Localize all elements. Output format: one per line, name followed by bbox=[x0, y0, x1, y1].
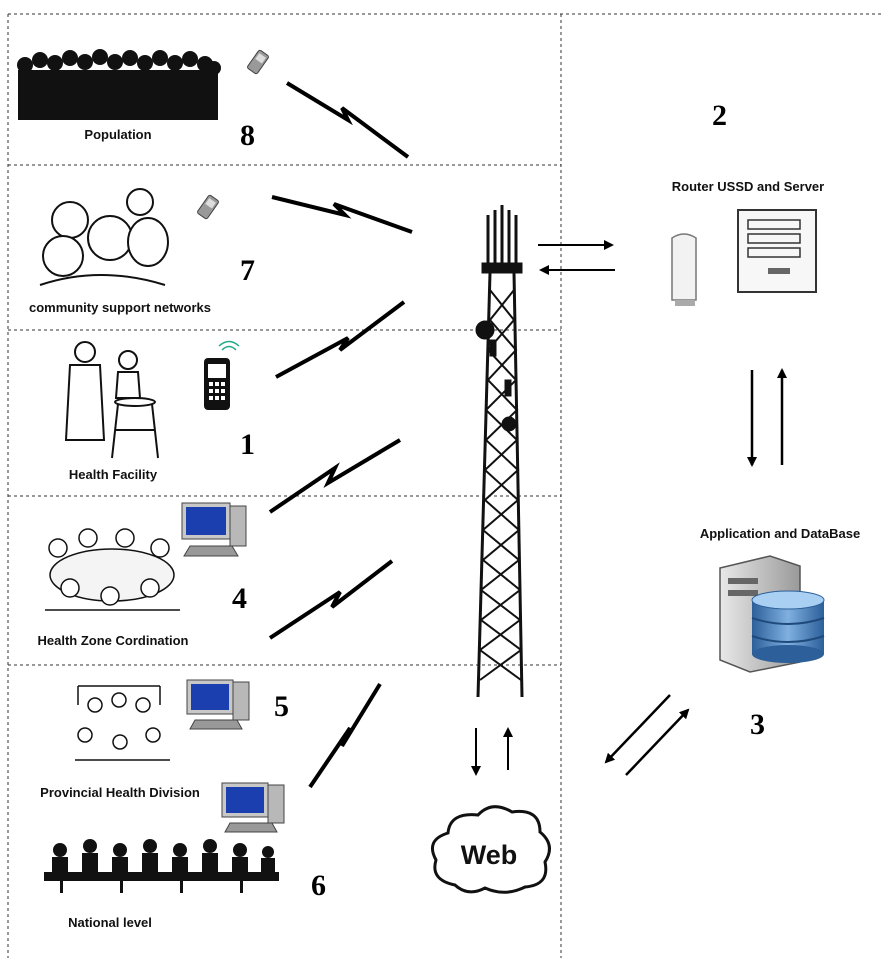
doctor-patient-icon bbox=[64, 341, 159, 459]
community-wireless-link bbox=[271, 195, 413, 234]
population-crowd-icon bbox=[17, 49, 221, 120]
server-icon bbox=[737, 209, 817, 293]
computer-icon bbox=[221, 782, 285, 833]
population-number: 8 bbox=[240, 119, 255, 152]
computer-icon bbox=[181, 502, 247, 557]
zone-number: 4 bbox=[232, 582, 247, 615]
cell-phone-icon bbox=[204, 340, 240, 410]
router-number: 2 bbox=[712, 99, 727, 132]
zone-wireless-link bbox=[268, 438, 402, 514]
provincial-label: Provincial Health Division bbox=[40, 785, 200, 800]
national-label: National level bbox=[68, 915, 152, 930]
database-number: 3 bbox=[750, 708, 765, 741]
router-label: Router USSD and Server bbox=[672, 179, 824, 194]
arrow-db-to-web bbox=[604, 694, 671, 764]
cell-tower-icon bbox=[475, 205, 524, 698]
meeting-group-icon bbox=[45, 528, 180, 611]
router-icon bbox=[671, 233, 697, 306]
database-label: Application and DataBase bbox=[700, 526, 860, 541]
provincial-national-wireless-link bbox=[308, 682, 382, 789]
web-cloud-icon bbox=[431, 805, 551, 894]
population-wireless-link bbox=[285, 81, 410, 159]
national-meeting-icon bbox=[44, 839, 279, 893]
provincial-number: 5 bbox=[274, 690, 289, 723]
health-facility-wireless-link bbox=[275, 300, 406, 379]
web-label: Web bbox=[461, 840, 518, 870]
health-facility-number: 1 bbox=[240, 428, 255, 461]
health-facility-label: Health Facility bbox=[69, 467, 158, 482]
community-number: 7 bbox=[240, 254, 255, 287]
zone-label: Health Zone Cordination bbox=[38, 633, 189, 648]
community-people-icon bbox=[39, 188, 169, 286]
conference-table-icon bbox=[75, 685, 170, 761]
national-number: 6 bbox=[311, 869, 326, 902]
database-icon bbox=[751, 590, 825, 663]
population-label: Population bbox=[84, 127, 151, 142]
mobile-phone-icon bbox=[197, 194, 219, 220]
computer-icon bbox=[186, 679, 250, 730]
zone-wireless-link bbox=[268, 559, 394, 640]
region-borders bbox=[7, 13, 883, 958]
arrow-web-to-db bbox=[625, 708, 690, 776]
community-label: community support networks bbox=[29, 300, 211, 315]
mobile-phone-icon bbox=[247, 49, 269, 75]
